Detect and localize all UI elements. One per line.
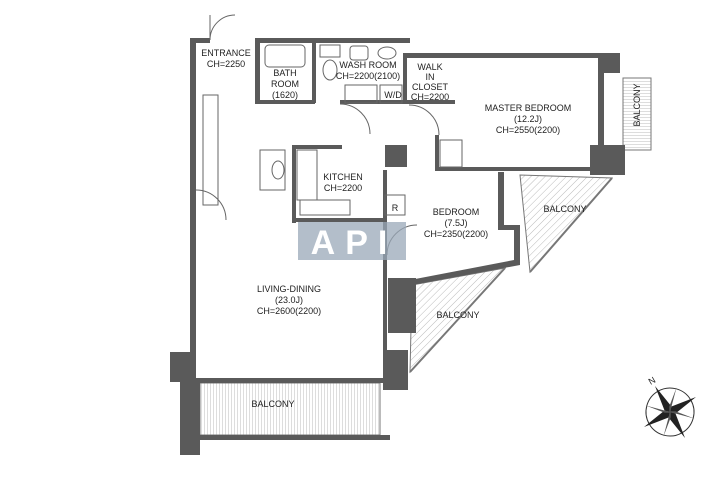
fixtures	[195, 14, 463, 256]
closet-label-3: CLOSET	[412, 82, 449, 92]
compass-rose-icon: N	[644, 375, 696, 438]
balcony-lower-label: BALCONY	[436, 310, 479, 320]
entrance-label: ENTRANCE	[201, 48, 251, 58]
walls	[170, 38, 625, 455]
bedroom-ch: CH=2350(2200)	[424, 229, 488, 239]
living-dining-ch: CH=2600(2200)	[257, 306, 321, 316]
master-bedroom-label: MASTER BEDROOM	[485, 103, 572, 113]
wash-room-ch: CH=2200(2100)	[336, 71, 400, 81]
refrigerator-label: R	[392, 203, 399, 213]
compass-north-label: N	[647, 375, 658, 387]
bath-label: BATH	[273, 68, 296, 78]
balcony-bottom-label: BALCONY	[251, 399, 294, 409]
wash-room-label: WASH ROOM	[339, 60, 396, 70]
bedroom-size: (7.5J)	[444, 218, 467, 228]
kitchen-ch: CH=2200	[324, 183, 362, 193]
balcony-upper-label: BALCONY	[543, 204, 586, 214]
balcony-right-label: BALCONY	[632, 83, 642, 126]
bath-label-2: ROOM	[271, 79, 299, 89]
entrance-ch: CH=2250	[207, 59, 245, 69]
balcony-areas	[199, 77, 652, 436]
living-dining-label: LIVING-DINING	[257, 284, 321, 294]
closet-label-2: IN	[426, 72, 435, 82]
bedroom-label: BEDROOM	[433, 207, 480, 217]
closet-label: WALK	[417, 62, 442, 72]
kitchen-label: KITCHEN	[323, 172, 363, 182]
svg-text:API: API	[311, 224, 398, 262]
master-bedroom-size: (12.2J)	[514, 114, 542, 124]
washer-dryer-label: W/D	[384, 90, 402, 100]
closet-ch: CH=2200	[411, 92, 449, 102]
api-watermark: API	[298, 222, 406, 262]
living-dining-size: (23.0J)	[275, 295, 303, 305]
bath-ch: (1620)	[272, 90, 298, 100]
master-bedroom-ch: CH=2550(2200)	[496, 125, 560, 135]
room-labels: ENTRANCE CH=2250 BATH ROOM (1620) WASH R…	[201, 48, 642, 409]
